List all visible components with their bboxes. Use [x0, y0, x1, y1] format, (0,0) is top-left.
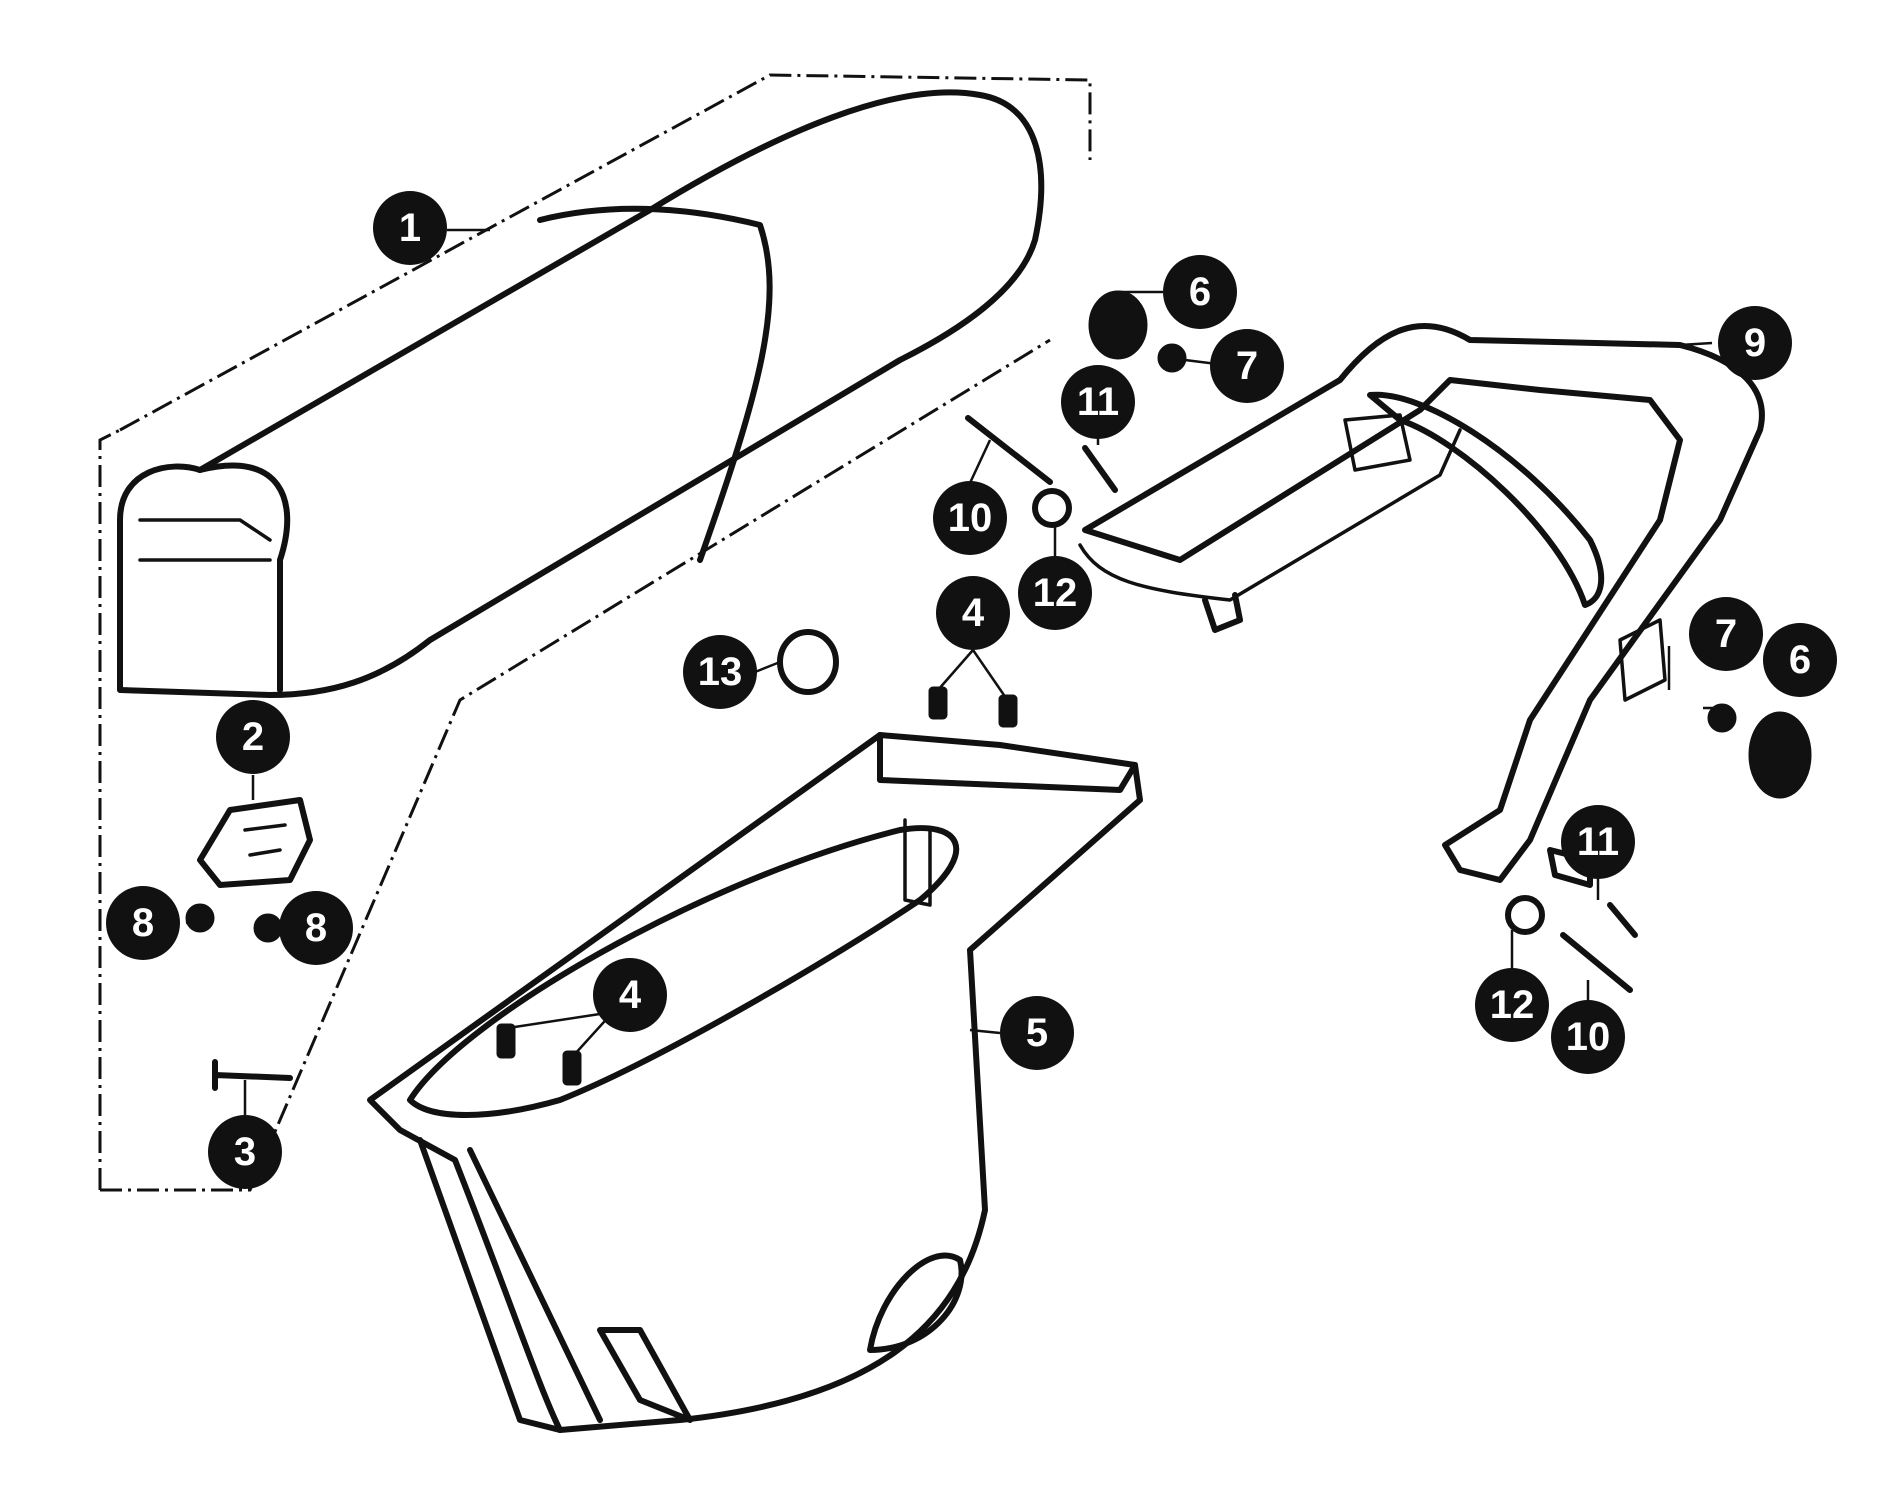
bushings	[1032, 488, 1545, 935]
svg-text:4: 4	[619, 973, 642, 1017]
nut-right	[253, 913, 283, 943]
small-nut-top	[1157, 343, 1187, 373]
callout-12-right: 12	[1475, 968, 1549, 1042]
svg-text:1: 1	[399, 206, 421, 250]
seat-part	[117, 89, 1045, 698]
svg-text:11: 11	[1077, 380, 1119, 424]
callout-7-right: 7	[1689, 597, 1763, 671]
svg-text:10: 10	[1566, 1015, 1611, 1059]
svg-text:7: 7	[1236, 344, 1258, 388]
callout-10-right: 10	[1551, 1000, 1625, 1074]
callout-8-left: 8	[106, 886, 180, 960]
seat-lock-bracket	[197, 797, 313, 888]
callout-5: 5	[1000, 996, 1074, 1070]
callout-9: 9	[1718, 306, 1792, 380]
callout-2: 2	[216, 700, 290, 774]
svg-text:5: 5	[1026, 1011, 1048, 1055]
callout-6-right: 6	[1763, 623, 1837, 697]
svg-text:13: 13	[698, 650, 743, 694]
callout-1: 1	[373, 191, 447, 265]
long-bolts	[965, 415, 1633, 993]
callout-11-right: 11	[1561, 805, 1635, 879]
svg-text:6: 6	[1789, 638, 1811, 682]
svg-text:7: 7	[1715, 612, 1737, 656]
grab-rail	[1078, 322, 1765, 888]
o-ring	[777, 629, 839, 695]
svg-text:12: 12	[1490, 983, 1535, 1027]
callout-4-top: 4	[936, 576, 1010, 650]
callout-13: 13	[683, 635, 757, 709]
svg-text:4: 4	[962, 591, 985, 635]
svg-text:8: 8	[305, 906, 327, 950]
bolt-part	[212, 1059, 293, 1091]
end-cap-top	[1088, 290, 1148, 360]
nut-left	[185, 903, 215, 933]
rim-screws	[496, 686, 1018, 1086]
callout-12-left: 12	[1018, 556, 1092, 630]
svg-text:11: 11	[1577, 820, 1619, 864]
end-cap-right	[1748, 711, 1812, 799]
small-nut-right	[1707, 703, 1737, 733]
callout-10-left: 10	[933, 481, 1007, 555]
callout-3: 3	[208, 1115, 282, 1189]
seat-frame-outline	[98, 73, 1092, 1192]
callout-11-left: 11	[1061, 365, 1135, 439]
callout-8-right: 8	[279, 891, 353, 965]
storage-box	[367, 732, 1143, 1433]
svg-text:8: 8	[132, 901, 154, 945]
svg-text:3: 3	[234, 1130, 256, 1174]
svg-text:9: 9	[1744, 321, 1766, 365]
svg-text:6: 6	[1189, 270, 1211, 314]
callout-6-top: 6	[1163, 255, 1237, 329]
short-bolts	[1082, 445, 1638, 938]
svg-text:12: 12	[1033, 571, 1078, 615]
callout-7-top: 7	[1210, 329, 1284, 403]
svg-text:10: 10	[948, 496, 993, 540]
callout-4-bottom: 4	[593, 958, 667, 1032]
svg-text:2: 2	[242, 715, 264, 759]
